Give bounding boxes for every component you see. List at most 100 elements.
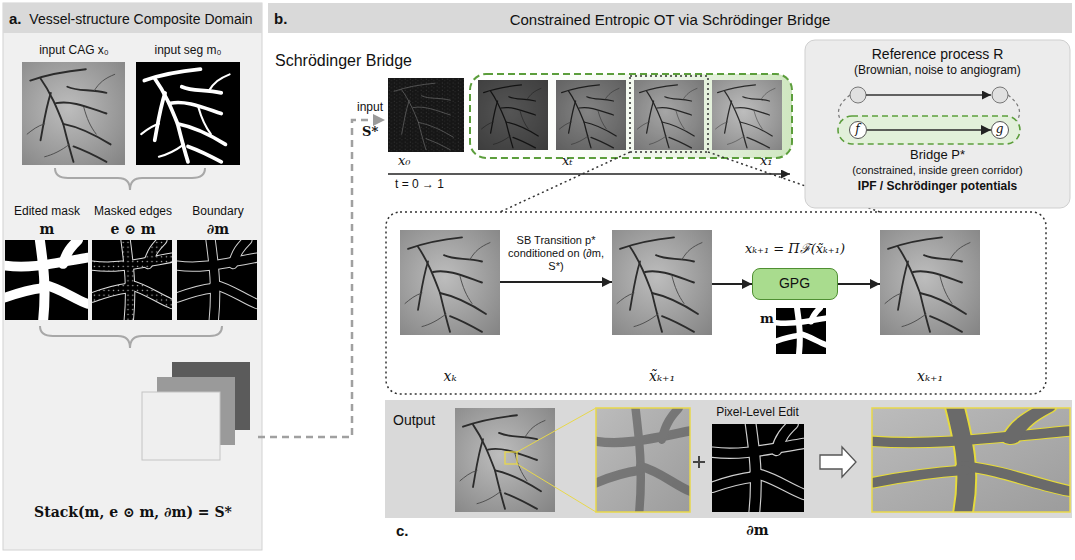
label-text: S* [362,125,388,140]
reference-ground [805,40,1070,208]
inset-frame [386,212,1046,394]
node-text: ∂m [705,522,810,538]
zoom-box [630,76,708,152]
panel: a.Vessel-structure Composite Domain input… [3,3,262,550]
image-panel: x̃ₖ₊₁ [612,228,712,386]
result-arrow [820,447,856,477]
node-text: e ⊙ m [91,221,175,237]
boundary-image [712,424,804,512]
panel-ground [385,400,1072,518]
zoom-line [517,408,596,452]
edge-label: input [357,101,385,115]
node-title: a. [9,10,25,27]
node-title: Stack(m, e ⊙ m, ∂m) = S* [8,504,258,520]
node-title: Reference process R [805,46,1070,62]
node-title: GPG [753,269,836,298]
node-title: Edited mask [4,205,90,219]
node-title: Schrödinger Bridge [275,52,435,70]
label-text: xₜ [562,154,584,169]
bridge-frame [556,80,626,150]
reference-arrow [866,94,991,95]
image-panel: Edited mask m [4,205,90,321]
zoom-image [596,408,690,512]
connector-arrow [838,283,880,285]
panel: OutputPixel-Level Edit∂m [385,400,1072,518]
connector-arrow [500,281,612,283]
node-title: x̃ₖ₊₁ [612,368,712,384]
output-image [455,408,555,512]
time-axis [388,173,790,175]
angiogram-image [22,62,125,165]
bridge-corridor [470,74,792,158]
edge-image [92,240,172,320]
segmentation-image [136,62,240,165]
brace [55,168,205,190]
state-dot [850,87,866,103]
node-text: IPF / Schrödinger potentials [805,180,1070,194]
image-panel: xₖ [400,228,500,386]
image-panel: Boundary ∂m [176,205,260,321]
label-text: x₀ [398,154,420,169]
node-title: b. [274,10,296,27]
angiogram-image [880,230,980,335]
panel-ground [3,3,262,550]
node-title: Pixel-Level Edit [705,406,810,420]
brace [40,326,222,348]
state-dot [992,87,1008,103]
label-text: t = 0 → 1 [395,178,465,192]
node-title: input CAG x₀ [18,44,130,58]
image-panel: Pixel-Level Edit ∂m [705,404,810,540]
bridge-corridor [838,116,1020,144]
connector-arrow [712,283,752,285]
node-text: (Brownian, noise to angiogram) [805,64,1070,78]
node-title: Output [393,412,453,428]
node-text: (constrained, inside green corridor) [805,164,1070,177]
noise-image [388,78,464,152]
stack-box: Stack(m, e ⊙ m, ∂m) = S* [8,358,258,530]
frame-shade [634,80,704,150]
angiogram-image [400,230,500,335]
node-text: ∂m [176,221,260,237]
mask-image [5,240,88,320]
image-panel: input CAG x₀ [18,44,130,166]
image-panel: xₖ₊₁ [880,228,980,386]
mask-image [776,308,826,354]
node-title: Boundary [176,205,260,219]
edited-zoom [872,408,1070,512]
angiogram-image [612,230,712,335]
zoom-frame [596,408,690,512]
node-title: f [850,122,865,137]
state-circle: g [991,121,1009,139]
panel-header [3,3,262,33]
node-title: g [992,122,1007,137]
projection-box: GPG [752,268,838,300]
label-text: c. [396,522,420,539]
frame-shade [556,80,626,150]
bridge-frame [478,80,548,150]
zoom-line [517,464,596,512]
zoom-frame [872,408,1070,512]
label-text: xₖ₊₁ = Πℱ(x̃ₖ₊₁) [722,242,868,257]
node-title: xₖ₊₁ [880,368,980,384]
node-text: Bridge P* [805,148,1070,163]
label-text: m [760,312,774,327]
node-title: xₖ [400,368,500,384]
frame-shade [478,80,548,150]
node-text: Vessel-structure Composite Domain [23,11,259,27]
edge-label: SB Transition p* conditioned on (∂m, S*) [503,234,609,273]
node-title: Masked edges [91,205,175,219]
connector-arrow [867,129,991,131]
state-circle: f [849,121,867,139]
node-text: m [4,221,90,237]
zoom-marker [505,452,517,464]
panel: b.Constrained Entropic OT via Schrödinge… [268,3,1072,398]
bridge-strip: Schrödinger Bridge [385,76,797,196]
image-panel: Masked edges e ⊙ m [91,205,175,321]
label-text: x₁ [760,154,782,169]
panel-header [268,3,1072,33]
stack-sheet [142,392,220,460]
node-title: input seg m₀ [132,44,244,58]
